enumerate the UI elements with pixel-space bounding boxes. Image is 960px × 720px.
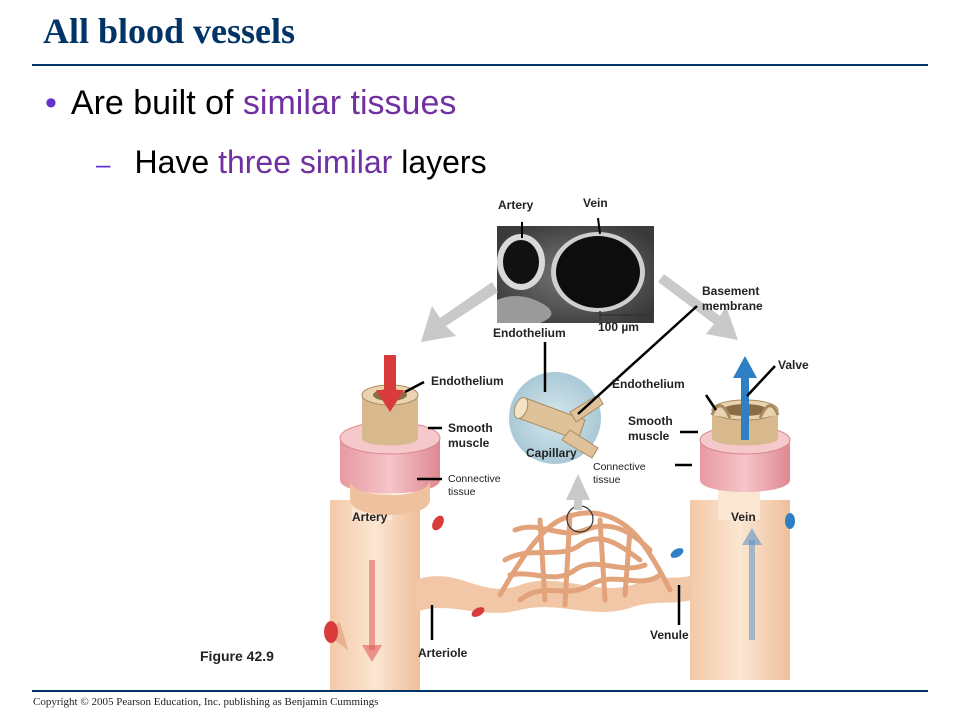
vein-connective-tissue-label: Connective tissue bbox=[593, 461, 646, 486]
bullet1-highlight: similar tissues bbox=[242, 84, 457, 122]
capillary-label: Capillary bbox=[526, 446, 577, 460]
bullet2-text-post: layers bbox=[392, 144, 487, 180]
vessel-network bbox=[324, 480, 795, 690]
artery-smooth-muscle-label: Smooth muscle bbox=[448, 421, 493, 450]
micrograph-vein-label: Vein bbox=[583, 196, 608, 210]
vein-endothelium-label: Endothelium bbox=[612, 377, 685, 391]
copyright-text: Copyright © 2005 Pearson Education, Inc.… bbox=[33, 696, 379, 708]
micrograph bbox=[497, 217, 654, 323]
slide-title: All blood vessels bbox=[43, 11, 296, 51]
figure-caption: Figure 42.9 bbox=[200, 648, 274, 664]
leader-lines bbox=[404, 305, 776, 640]
capillary-magnified bbox=[509, 372, 604, 464]
pointer-arrow-left bbox=[421, 282, 498, 342]
artery-endothelium-label: Endothelium bbox=[431, 374, 504, 388]
artery-connective-tissue-label: Connective tissue bbox=[448, 473, 501, 498]
basement-membrane-label: Basement membrane bbox=[702, 284, 763, 313]
bullet-level1: • Are built of similar tissues bbox=[45, 84, 456, 123]
venule-label: Venule bbox=[650, 628, 689, 642]
scale-bar bbox=[599, 311, 652, 319]
micrograph-artery-label: Artery bbox=[498, 198, 534, 212]
pointer-arrow-right bbox=[658, 274, 738, 340]
bullet2-highlight: three similar bbox=[218, 144, 393, 180]
capillary-endothelium-label: Endothelium bbox=[493, 326, 566, 340]
artery-cross-section bbox=[339, 355, 441, 515]
vein-smooth-muscle-label: Smooth muscle bbox=[628, 414, 673, 443]
zoom-arrow-up bbox=[566, 474, 590, 510]
footer-rule bbox=[32, 690, 928, 692]
bullet-level2: –Have three similar layers bbox=[96, 144, 487, 181]
artery-label: Artery bbox=[352, 510, 388, 524]
arteriole-label: Arteriole bbox=[418, 646, 468, 660]
scale-bar-label: 100 µm bbox=[598, 320, 639, 334]
title-rule bbox=[32, 64, 928, 66]
bullet-dot: • bbox=[45, 84, 57, 122]
bullet1-text-pre: Are built of bbox=[70, 84, 243, 122]
vein-cross-section bbox=[699, 356, 791, 492]
bullet2-text-pre: Have bbox=[134, 144, 219, 180]
vein-label: Vein bbox=[731, 510, 756, 524]
bullet-dash: – bbox=[96, 149, 111, 179]
valve-label: Valve bbox=[778, 358, 809, 372]
capillary-bed bbox=[497, 510, 673, 608]
